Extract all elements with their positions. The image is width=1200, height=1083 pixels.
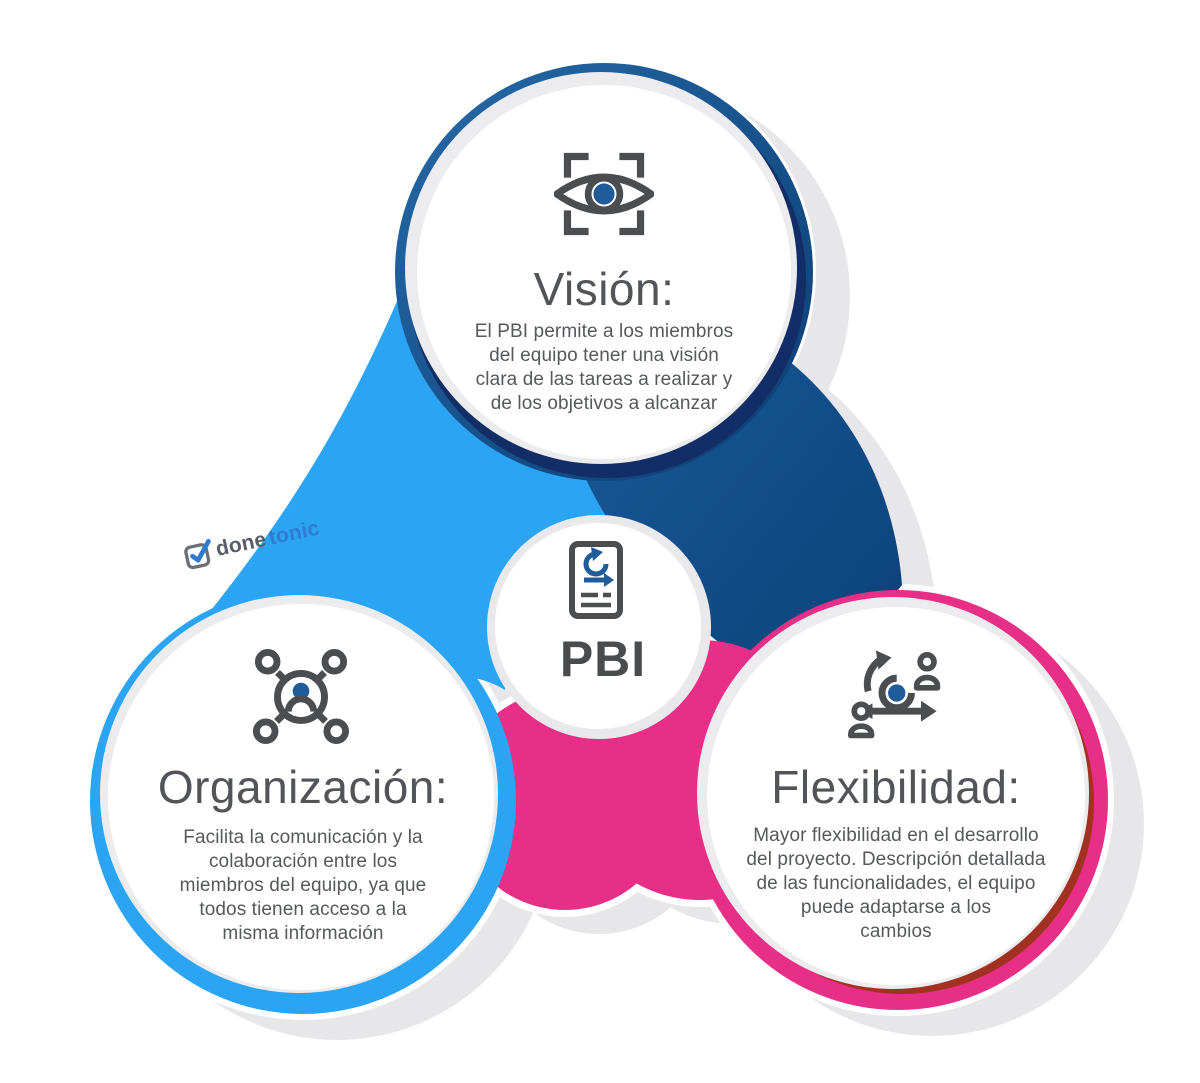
organizacion-body: Facilita la comunicación y la colaboraci… — [179, 827, 427, 944]
people-network-icon — [252, 648, 350, 745]
center-pbi-label: PBI — [559, 631, 647, 687]
center-circle — [487, 515, 711, 739]
eye-scan-icon — [554, 152, 654, 236]
vision-body: El PBI permite a los miembros del equipo… — [474, 321, 734, 414]
organizacion-title: Organización: — [157, 761, 449, 813]
left-lobe-white — [108, 604, 494, 990]
center-circle-white — [495, 523, 701, 729]
checkbox-check-icon — [184, 538, 211, 570]
flexibilidad-body: Mayor flexibilidad en el desarrollo del … — [746, 825, 1046, 942]
vision-title: Visión: — [533, 263, 675, 315]
flexibilidad-title: Flexibilidad: — [771, 761, 1021, 813]
right-lobe-white — [707, 607, 1085, 985]
right-lobe-circle — [688, 590, 1108, 1010]
product-backlog-document-icon — [569, 541, 623, 619]
top-lobe-white — [417, 85, 791, 459]
agile-sprint-people-icon — [847, 650, 941, 739]
top-lobe-circle — [395, 63, 813, 481]
left-lobe-circle — [90, 588, 516, 1014]
